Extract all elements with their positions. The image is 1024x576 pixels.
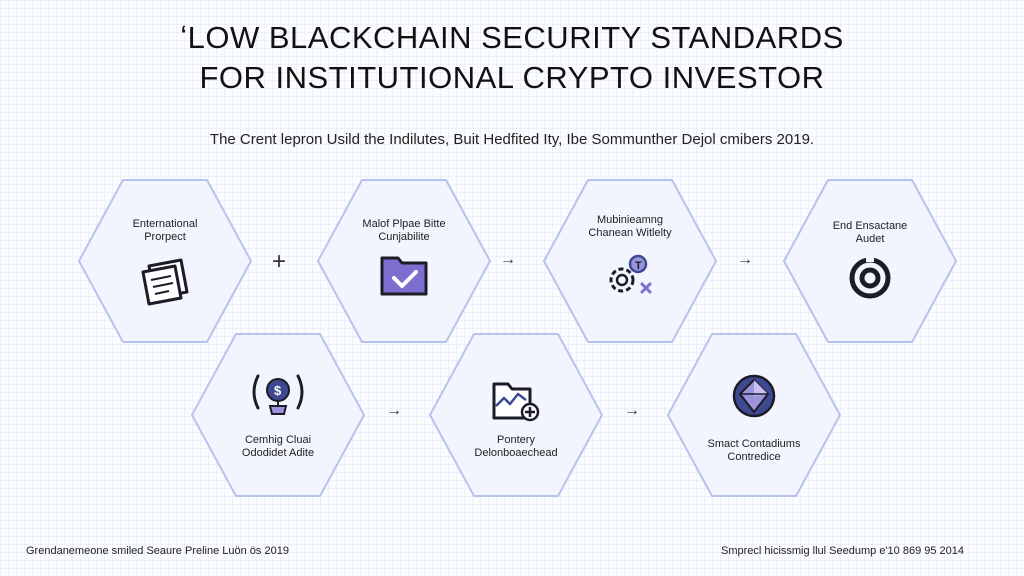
node-label: Smact Contadiums Contredice [684, 438, 824, 464]
coin-shield-icon: $ [248, 370, 308, 422]
document-stack-icon [135, 254, 195, 306]
node-label-line-1: Mubinieamng [596, 214, 664, 226]
chart-folder-icon [486, 376, 546, 428]
node-label-line-2: Audet [855, 233, 885, 245]
plus-connector: + [272, 248, 287, 275]
arrow-connector: → [737, 251, 753, 268]
page-title: ʻLOW BLACKCHAIN SECURITY STANDARDS FOR I… [0, 18, 1024, 98]
arrow-connector: → [624, 402, 640, 419]
node-label-line-2: Prorpect [144, 231, 186, 243]
node-label-line-1: Malof Plpae Bitte [362, 218, 446, 230]
node-label: Cemhig Cluai Ododidet Adite [208, 434, 348, 460]
hex-node-5: $ Cemhig Cluai Ododidet Adite [188, 330, 368, 500]
footer-right-text: Smprecl hicissmig llul Seedump e'10 869 … [720, 545, 964, 557]
node-label-line-2: Cunjabilite [378, 231, 430, 243]
hex-node-7: Smact Contadiums Contredice [664, 330, 844, 500]
node-label-line-2: Contredice [727, 451, 781, 463]
arrow-connector: → [386, 402, 402, 419]
node-label-line-1: Cemhig Cluai [244, 434, 312, 446]
hexagon-shape [317, 179, 491, 343]
title-line-2: FOR INSTITUTIONAL CRYPTO INVESTOR [199, 60, 825, 95]
svg-text:$: $ [274, 383, 282, 398]
node-label-line-2: Ododidet Adite [241, 447, 315, 459]
node-label: Enternational Prorpect [95, 218, 235, 244]
footer-left-text: Grendanemeone smiled Seaure Preline Luön… [26, 545, 289, 557]
node-label: Mubinieamng Chanean Witlelty [560, 214, 700, 240]
hex-node-2: Malof Plpae Bitte Cunjabilite [314, 176, 494, 346]
hexagon-shape [78, 179, 252, 343]
node-label: Malof Plpae Bitte Cunjabilite [334, 218, 474, 244]
hex-node-3: Mubinieamng Chanean Witlelty T [540, 176, 720, 346]
hex-node-4: End Ensactane Audet [780, 176, 960, 346]
gem-icon [724, 372, 784, 424]
node-label-line-1: Smact Contadiums [707, 438, 801, 450]
node-label-line-1: Pontery [497, 434, 535, 446]
node-label: Pontery Delonboaechead [446, 434, 586, 460]
hex-node-1: Enternational Prorpect [75, 176, 255, 346]
svg-text:T: T [635, 260, 642, 272]
power-ring-icon [840, 252, 900, 304]
page-subtitle: The Crent lepron Usild the Indilutes, Bu… [209, 131, 815, 148]
node-label-line-2: Chanean Witlelty [588, 227, 672, 239]
node-label-line-1: End Ensactane [832, 220, 908, 232]
arrow-connector: → [500, 251, 516, 268]
node-label-line-1: Enternational [132, 218, 198, 230]
hex-node-6: Pontery Delonboaechead [426, 330, 606, 500]
folder-check-icon [374, 248, 434, 300]
node-label: End Ensactane Audet [800, 220, 940, 246]
node-label-line-2: Delonboaechead [474, 447, 558, 459]
gears-icon: T [600, 248, 660, 300]
title-line-1: ʻLOW BLACKCHAIN SECURITY STANDARDS [180, 20, 844, 55]
